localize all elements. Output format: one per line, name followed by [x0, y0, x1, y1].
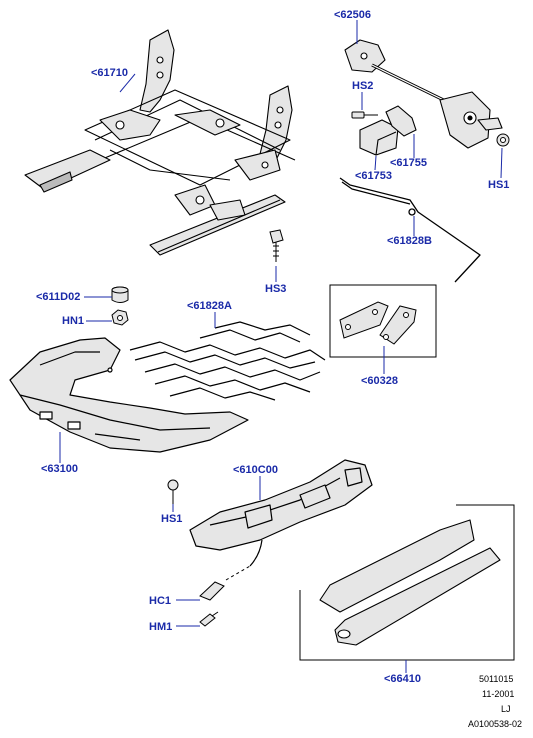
- callout-63100[interactable]: <63100: [41, 463, 79, 475]
- connector-clip-hc1[interactable]: [199, 581, 225, 601]
- lever-bracket-61755[interactable]: [385, 105, 417, 137]
- callout-hn1[interactable]: HN1: [62, 315, 85, 327]
- callout-66410[interactable]: <66410: [384, 673, 422, 685]
- seat-adjuster-housing-610c00[interactable]: [189, 459, 373, 567]
- bolt-hs1-lower[interactable]: [167, 479, 179, 504]
- side-trim-covers-66410[interactable]: [319, 519, 501, 646]
- bracket-group-frame-60328: [329, 284, 437, 358]
- callout-61710[interactable]: <61710: [91, 67, 129, 79]
- footer-part-number: 5011015: [479, 674, 514, 684]
- leader-lines: [59, 20, 503, 673]
- callout-hc1[interactable]: HC1: [149, 595, 172, 607]
- footer-code: LJ: [501, 704, 511, 714]
- trim-group-frame-66410: [299, 504, 515, 661]
- callout-hs3[interactable]: HS3: [265, 283, 287, 295]
- screw-hm1[interactable]: [199, 611, 219, 627]
- callout-hm1[interactable]: HM1: [149, 621, 173, 633]
- dashed-guide-line: [225, 565, 251, 581]
- seat-cushion-pan-63100[interactable]: [9, 337, 249, 453]
- callout-hs2[interactable]: HS2: [352, 80, 374, 92]
- bump-stop-611d02[interactable]: [111, 286, 129, 303]
- callout-611d02[interactable]: <611D02: [36, 291, 81, 303]
- callout-61828a[interactable]: <61828A: [187, 300, 232, 312]
- callout-hs1-lower[interactable]: HS1: [161, 513, 183, 525]
- callout-62506[interactable]: <62506: [334, 9, 372, 21]
- bracket-60328[interactable]: [339, 301, 417, 345]
- footer-drawing-id: A0100538-02: [468, 719, 523, 729]
- nut-hn1[interactable]: [111, 309, 129, 326]
- seat-frame-assembly-61710[interactable]: [24, 29, 296, 256]
- callout-61755[interactable]: <61755: [390, 157, 428, 169]
- bolt-hs3[interactable]: [269, 229, 284, 262]
- zigzag-springs-61828a[interactable]: [129, 321, 326, 401]
- recliner-rod-assembly-62506[interactable]: [344, 39, 503, 149]
- release-handle-61753[interactable]: [359, 119, 399, 156]
- bolt-hs1-upper[interactable]: [496, 133, 510, 147]
- callout-61828b[interactable]: <61828B: [387, 235, 432, 247]
- wire-spring-61828b[interactable]: [339, 177, 481, 283]
- callout-61753[interactable]: <61753: [355, 170, 393, 182]
- bolt-hs2[interactable]: [351, 111, 378, 119]
- footer-date: 11-2001: [482, 689, 515, 699]
- callout-hs1-upper[interactable]: HS1: [488, 179, 510, 191]
- callout-610c00[interactable]: <610C00: [233, 464, 278, 476]
- callout-60328[interactable]: <60328: [361, 375, 399, 387]
